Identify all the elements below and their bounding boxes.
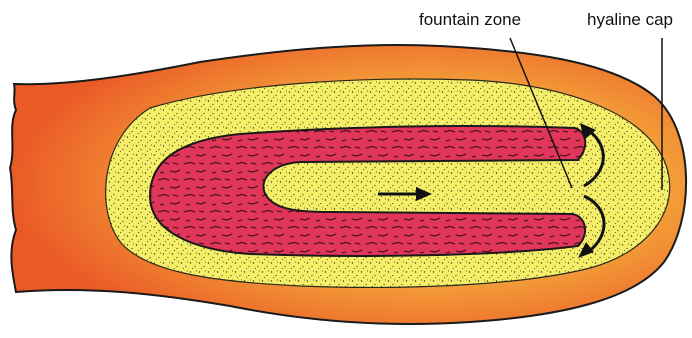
hyaline-cap-label: hyaline cap bbox=[587, 10, 673, 29]
fountain-zone-label: fountain zone bbox=[419, 10, 521, 29]
